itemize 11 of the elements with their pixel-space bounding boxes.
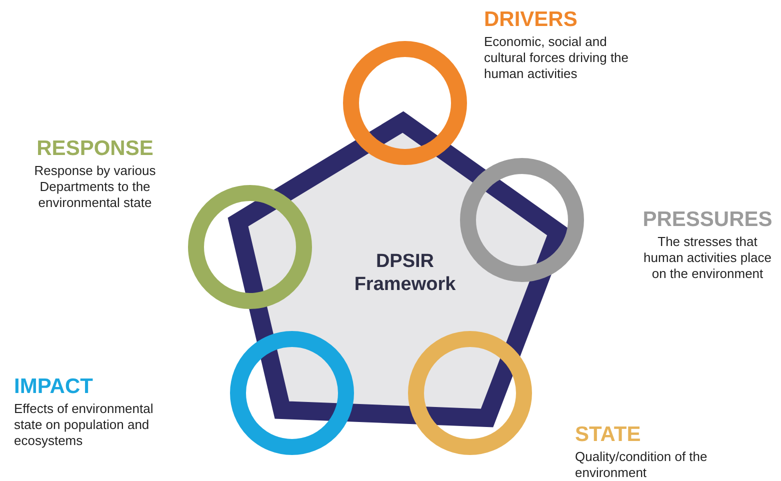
heading: RESPONSE xyxy=(36,137,154,161)
heading: STATE xyxy=(575,423,642,447)
description: Response by various Departments to the environmental state xyxy=(33,163,157,211)
heading: DRIVERS xyxy=(484,8,578,32)
description: Quality/condition of the environment xyxy=(575,449,708,481)
description: Economic, social and cultural forces driving the human activities xyxy=(484,34,630,82)
heading: PRESSURES xyxy=(642,208,774,232)
heading: IMPACT xyxy=(14,375,94,399)
description: The stresses that human activities place on the environment xyxy=(642,234,772,282)
description: Effects of environmental state on population and ecosystems xyxy=(14,401,154,449)
framework-title: DPSIR Framework xyxy=(335,250,475,296)
